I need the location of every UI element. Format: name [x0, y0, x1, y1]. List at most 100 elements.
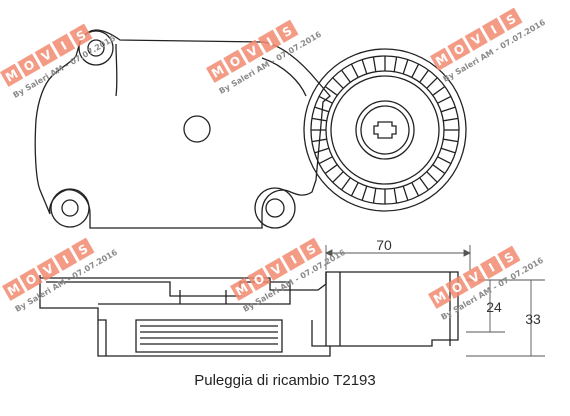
- watermark-tile: [247, 267, 271, 291]
- spring-coil-lines: [140, 325, 278, 345]
- watermark-tile: [257, 29, 282, 53]
- top-view: [34, 29, 331, 229]
- bearing-ring-outer: [325, 70, 445, 190]
- watermark-tile: [281, 247, 306, 271]
- pulley-rib: [361, 59, 368, 75]
- side-foot: [98, 319, 330, 356]
- watermark-tile: [445, 275, 469, 299]
- watermark-tile: [428, 285, 452, 309]
- watermark-tile: [36, 257, 60, 281]
- watermark-tile: [51, 33, 76, 57]
- watermark-letter: I: [486, 261, 497, 275]
- watermark-tile: [206, 59, 230, 83]
- pulley-rib: [314, 147, 330, 154]
- watermark-tile: [264, 257, 288, 281]
- watermark-tile: [481, 17, 506, 41]
- watermark-tile: [275, 19, 299, 43]
- pulley-rib: [340, 69, 351, 83]
- pulley-outer-rim: [303, 48, 467, 212]
- side-body-outline: [39, 271, 459, 357]
- side-arm-top: [179, 290, 227, 304]
- pulley-rib: [419, 177, 430, 191]
- watermark-tile: [2, 277, 26, 301]
- watermark-tile: [69, 23, 93, 47]
- width-dim-label: 70: [376, 237, 392, 253]
- pulley-rib: [318, 156, 333, 165]
- watermark-tile: [430, 47, 454, 71]
- pulley-rib: [440, 147, 456, 154]
- watermark-letter: I: [60, 253, 71, 267]
- pulley-rib: [361, 185, 368, 201]
- watermark-tile: [497, 245, 521, 269]
- pulley-rib: [314, 106, 330, 113]
- pulley-rib: [402, 185, 409, 201]
- height-inner-dim-label: 24: [486, 299, 502, 315]
- pulley-rib: [411, 63, 420, 78]
- side-view: [39, 271, 459, 357]
- pulley-rib: [437, 156, 452, 165]
- hub-spline: [373, 121, 397, 139]
- pulley-rib: [332, 77, 344, 89]
- pulley-ribs: [311, 56, 459, 204]
- pulley-rib: [426, 171, 438, 183]
- pulley-rib: [426, 77, 438, 89]
- watermark-tile: [464, 27, 488, 51]
- watermark-tile: [53, 247, 78, 271]
- pulley-rib: [372, 188, 377, 204]
- watermark-tile: [71, 237, 95, 261]
- bracket-outline: [34, 29, 331, 229]
- watermark-tile: [230, 277, 254, 301]
- pulley-rib: [440, 106, 456, 113]
- pulley-rib: [432, 85, 446, 96]
- bearing-ring-inner: [330, 75, 440, 185]
- pulley-rib: [372, 56, 377, 72]
- height-outer-dim-label: 33: [525, 311, 541, 327]
- caption: Puleggia di ricambio T2193: [194, 372, 376, 389]
- pulley-rib: [318, 95, 333, 104]
- arm-contour-2: [115, 43, 118, 97]
- watermark-tile: [499, 7, 523, 31]
- pulley-rib: [402, 59, 409, 75]
- watermark-letter: I: [58, 39, 69, 53]
- spring-housing: [135, 319, 283, 353]
- pulley-rib: [350, 63, 359, 78]
- watermark-tile: [240, 39, 264, 63]
- pulley-rib: [324, 85, 338, 96]
- pulley-rib: [393, 56, 398, 72]
- pulley-rib: [332, 171, 344, 183]
- right-bolt-hole-outer: [254, 187, 296, 229]
- watermark-tile: [223, 49, 247, 73]
- watermark-tile: [447, 37, 471, 61]
- pulley-rib: [324, 164, 338, 175]
- right-bolt-hole: [265, 198, 285, 218]
- pulley-rib: [411, 182, 420, 197]
- dimension-lines: [324, 245, 545, 357]
- watermark-letter: I: [264, 35, 275, 49]
- pulley-rib: [432, 164, 446, 175]
- width-arrow-right: [463, 249, 472, 257]
- left-bolt-hole-outer: [50, 188, 90, 228]
- pulley-rib: [419, 69, 430, 83]
- pulley-rib: [311, 117, 327, 122]
- pivot-hole: [183, 115, 211, 143]
- pulley-rib: [443, 138, 459, 143]
- width-arrow-left: [324, 249, 333, 257]
- pulley-rib: [437, 95, 452, 104]
- pulley-rib: [350, 182, 359, 197]
- watermark-tile: [299, 237, 323, 261]
- watermark-letter: I: [488, 23, 499, 37]
- watermark-tile: [17, 53, 41, 77]
- pulley-rib: [443, 117, 459, 122]
- watermark-tile: [462, 265, 486, 289]
- pulley: [303, 48, 467, 212]
- watermark-tile: [479, 255, 504, 279]
- pulley-rib: [393, 188, 398, 204]
- pulley-side: [325, 272, 451, 346]
- hub-outer: [355, 100, 415, 160]
